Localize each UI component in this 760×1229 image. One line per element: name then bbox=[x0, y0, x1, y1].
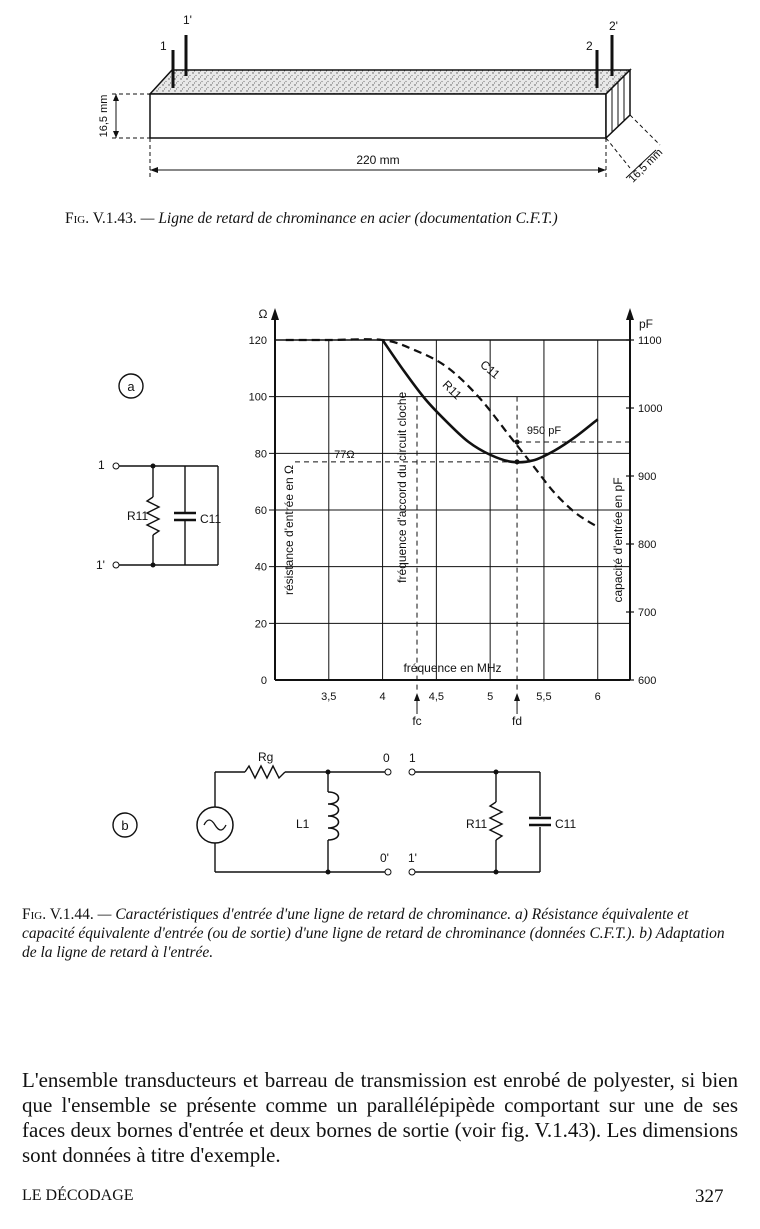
y-left-tick-label: 40 bbox=[255, 562, 267, 574]
l1-label: L1 bbox=[296, 817, 310, 831]
y-right-axis-label: capacité d'entrée en pF bbox=[611, 477, 625, 602]
series-r11-curve bbox=[381, 339, 599, 464]
circuit-b: b Rg L1 0 1 0' 1' R11 C11 bbox=[112, 750, 576, 876]
bar-front-face bbox=[149, 93, 607, 139]
figure-1-caption: Fig. V.1.43. — Ligne de retard de chromi… bbox=[65, 209, 745, 228]
y-left-axis-label: résistance d'entrée en Ω bbox=[282, 465, 296, 595]
length-dimension-label: 220 mm bbox=[356, 153, 399, 167]
y-left-tick-label: 80 bbox=[255, 448, 267, 460]
page-number: 327 bbox=[695, 1186, 724, 1207]
x-tick-label: 3,5 bbox=[321, 691, 336, 703]
terminal-0p-label: 0' bbox=[380, 851, 389, 865]
y-axis-left-arrow bbox=[271, 308, 279, 320]
chart-annotations: 77Ω 950 pF fc fd fréquence d'accord du circu… bbox=[295, 391, 630, 728]
series-c11-curve bbox=[285, 338, 599, 528]
fd-label: fd bbox=[512, 714, 522, 728]
running-footer-section: LE DÉCODAGE bbox=[22, 1187, 134, 1204]
y-left-tick-label: 60 bbox=[255, 505, 267, 517]
figure-steel-delay-line: 1 1' 2 2' 16,5 mm 220 mm 16,5 mm bbox=[98, 13, 666, 186]
y-right-unit: pF bbox=[639, 317, 653, 331]
figure-2-caption: Fig. V.1.44. — Caractéristiques d'entrée… bbox=[22, 905, 738, 962]
terminal-1-label: 1 bbox=[98, 458, 105, 472]
y-axis-right-arrow bbox=[626, 308, 634, 320]
y-right-tick-label: 1000 bbox=[638, 403, 662, 415]
resistor-label: R11 bbox=[127, 509, 148, 523]
r11-label: R11 bbox=[466, 817, 487, 831]
vertical-note-label: fréquence d'accord du circuit cloche bbox=[395, 391, 409, 582]
fc-label: fc bbox=[412, 714, 421, 728]
terminal-1-label: 1 bbox=[409, 751, 416, 765]
x-axis-label: fréquence en MHz bbox=[403, 661, 501, 675]
y-left-unit: Ω bbox=[259, 307, 268, 321]
c-marker-label: 950 pF bbox=[527, 425, 562, 437]
terminal-1p-label: 1' bbox=[183, 13, 192, 27]
inductor-symbol bbox=[327, 791, 340, 841]
rg-label: Rg bbox=[258, 750, 273, 764]
terminal-0-label: 0 bbox=[383, 751, 390, 765]
c11-label: C11 bbox=[555, 817, 576, 831]
panel-b-label: b bbox=[121, 818, 128, 833]
figure-1-caption-label: Fig. V.1.43. bbox=[65, 210, 137, 227]
resistor-symbol bbox=[145, 496, 161, 536]
panel-a-label: a bbox=[127, 379, 135, 394]
fd-arrow-head bbox=[514, 693, 521, 701]
x-tick-label: 4,5 bbox=[429, 691, 444, 703]
depth-dimension-label: 16,5 mm bbox=[627, 147, 666, 186]
y-left-tick-label: 100 bbox=[249, 392, 267, 404]
terminal-2-label: 2 bbox=[586, 39, 593, 53]
r-marker-label: 77Ω bbox=[334, 449, 354, 461]
y-left-tick-label: 120 bbox=[249, 335, 267, 347]
y-left-tick-label: 0 bbox=[261, 675, 267, 687]
chart-grid bbox=[269, 308, 634, 681]
y-right-tick-label: 900 bbox=[638, 471, 656, 483]
x-tick-label: 5 bbox=[487, 691, 493, 703]
figure-2-caption-label: Fig. V.1.44. bbox=[22, 906, 94, 923]
r11-resistor-symbol bbox=[488, 801, 504, 841]
terminal-1-label: 1 bbox=[160, 39, 167, 53]
x-tick-label: 5,5 bbox=[536, 691, 551, 703]
circuit-a: a 1 1' R11 C11 bbox=[96, 373, 221, 572]
fc-arrow-head bbox=[414, 693, 420, 701]
y-right-tick-label: 700 bbox=[638, 607, 656, 619]
terminal-2p-label: 2' bbox=[609, 19, 618, 33]
series-c11-label: C11 bbox=[477, 357, 502, 382]
bar-top-face bbox=[148, 69, 632, 95]
figure-2-caption-text: — Caractéristiques d'entrée d'une ligne … bbox=[22, 906, 725, 961]
body-paragraph: L'ensemble transducteurs et barreau de t… bbox=[22, 1068, 738, 1167]
terminal-1p-label: 1' bbox=[408, 851, 417, 865]
terminal-1p-label: 1' bbox=[96, 558, 105, 572]
figure-1-caption-text: — Ligne de retard de chrominance en acie… bbox=[140, 210, 558, 227]
y-right-tick-label: 1100 bbox=[638, 335, 662, 347]
y-right-tick-label: 600 bbox=[638, 675, 656, 687]
rg-resistor-symbol bbox=[244, 764, 286, 780]
y-left-tick-label: 20 bbox=[255, 618, 267, 630]
height-dimension-label: 16,5 mm bbox=[98, 95, 110, 138]
x-tick-label: 4 bbox=[380, 691, 386, 703]
capacitor-label: C11 bbox=[200, 512, 221, 526]
x-tick-label: 6 bbox=[595, 691, 601, 703]
y-right-tick-label: 800 bbox=[638, 539, 656, 551]
series-r11-label: R11 bbox=[440, 378, 465, 403]
